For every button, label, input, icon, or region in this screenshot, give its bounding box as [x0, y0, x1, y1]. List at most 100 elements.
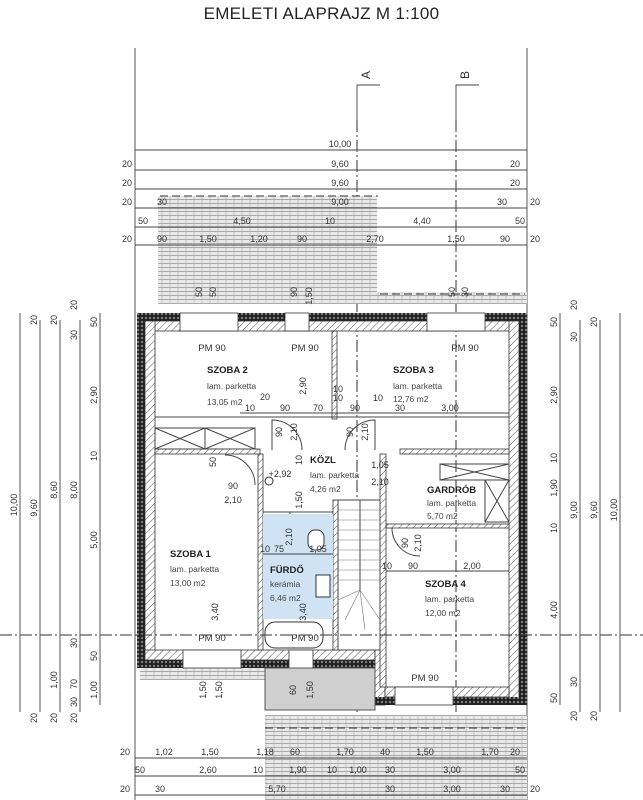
room-floor: lam. parketta [393, 381, 442, 391]
dim-label: 30 [69, 330, 79, 340]
dim-label: 50 [447, 287, 457, 297]
dim-label: 20 [29, 713, 39, 723]
level-marker-icon [264, 476, 274, 486]
room-floor: lam. parketta [425, 594, 474, 604]
dim-label: 1,00 [89, 681, 99, 699]
dim-label: 30 [569, 677, 579, 687]
dim-label: 10 [549, 453, 559, 463]
dim-label: 20 [122, 197, 132, 207]
dim-label: 90 [345, 427, 355, 437]
dim-label: 50 [549, 317, 559, 327]
paving-strip [377, 292, 527, 304]
sink-icon [315, 574, 331, 598]
dim-label: 70 [313, 403, 323, 413]
room-name: SZOBA 3 [393, 365, 434, 376]
dim-label: 1,18 [256, 747, 274, 757]
dim-label: 30 [460, 287, 470, 297]
dim-label: 2,10 [289, 423, 299, 441]
dim-label: 2,10 [360, 423, 370, 441]
room-furdo: FÜRDŐ kerámia 6,46 m2 [270, 564, 304, 603]
dim-label: 20 [120, 747, 130, 757]
dim-label: 70 [69, 679, 79, 689]
room-name: KÖZL [310, 455, 336, 466]
dim-label: 3,00 [443, 784, 461, 794]
room-floor: lam. parketta [207, 381, 256, 391]
toilet-icon [307, 529, 325, 551]
window-label: PM 90 [291, 343, 318, 354]
dim-label: 9,00 [569, 501, 579, 519]
dim-label: 9,60 [589, 501, 599, 519]
dim-label: 10 [327, 765, 337, 775]
dim-label: 1,50 [416, 747, 434, 757]
dim-label: 20 [569, 711, 579, 721]
dim-label: 10 [260, 544, 270, 554]
dim-label: 30 [157, 197, 167, 207]
dim-label: 2,10 [413, 534, 423, 552]
dim-label: 50 [208, 287, 218, 297]
dim-label: 1,05 [371, 460, 389, 470]
dim-label: 3,40 [298, 603, 308, 621]
dim-label: 1,70 [481, 747, 499, 757]
dim-label: 60 [290, 747, 300, 757]
room-area: 13,00 m2 [170, 578, 206, 588]
dim-label: 1,00 [349, 765, 367, 775]
room-area: 12,00 m2 [425, 608, 461, 618]
dim-label: 2,90 [89, 386, 99, 404]
dimensions-interior: 2,90 10 20 10 90 70 10 90 10 30 3,00 90 … [194, 287, 509, 699]
dim-label: 90 [297, 234, 307, 244]
terrace-paving-bottom [265, 715, 527, 800]
dim-label: 10 [89, 451, 99, 461]
room-szoba-2: SZOBA 2 lam. parketta 13,05 m2 [207, 365, 256, 407]
room-floor: lam. parketta [170, 564, 219, 574]
dim-label: 50 [135, 765, 145, 775]
window-label: PM 90 [451, 343, 478, 354]
dim-label: 9,60 [29, 499, 39, 517]
dim-label: 10 [294, 455, 304, 465]
dim-label: 1,50 [214, 681, 224, 699]
dim-label: 1,50 [304, 287, 314, 305]
room-name: FÜRDŐ [270, 564, 304, 576]
dim-label: 10 [333, 393, 343, 403]
dim-label: 1,02 [155, 747, 173, 757]
room-szoba-4: SZOBA 4 lam. parketta 12,00 m2 [425, 579, 474, 618]
dim-label: 50 [515, 765, 525, 775]
dim-label: 3,00 [443, 765, 461, 775]
room-area: 4,26 m2 [310, 484, 341, 494]
dim-label: 2,60 [199, 765, 217, 775]
room-name: SZOBA 4 [425, 579, 467, 590]
room-area: 12,76 m2 [393, 394, 429, 404]
dim-label: 90 [289, 287, 299, 297]
dim-label: 3,00 [441, 403, 459, 413]
dim-label: 50 [549, 693, 559, 703]
dim-label: 2,90 [549, 386, 559, 404]
dim-label: 20 [530, 784, 540, 794]
dim-label: 4,50 [233, 216, 251, 226]
dim-label: 8,00 [69, 481, 79, 499]
dim-label: 2,90 [298, 377, 308, 395]
dim-label: 30 [497, 197, 507, 207]
dim-label: 1,50 [198, 681, 208, 699]
dim-label: 30 [500, 784, 510, 794]
window-label: PM 90 [291, 633, 318, 644]
dim-label: 30 [395, 403, 405, 413]
dim-label: 1,50 [305, 681, 315, 699]
dim-label: 50 [89, 317, 99, 327]
dim-label: 20 [510, 178, 520, 188]
dim-label: 2,00 [463, 561, 481, 571]
dim-label: 30 [155, 784, 165, 794]
dim-label: 20 [120, 784, 130, 794]
dim-label: 20 [122, 159, 132, 169]
dim-label: 50 [515, 216, 525, 226]
dim-label: 10,00 [329, 139, 352, 149]
dim-label: 90 [500, 234, 510, 244]
dim-label: 30 [69, 638, 79, 648]
dim-label: 1,20 [250, 234, 268, 244]
dim-label: 1,00 [49, 671, 59, 689]
dim-label: 2,10 [284, 528, 294, 546]
dim-label: 20 [260, 392, 270, 402]
dim-label: 20 [510, 159, 520, 169]
dim-label: 2,10 [224, 495, 242, 505]
dimensions-bottom: 20 1,02 1,50 1,18 60 1,70 40 1,50 1,70 2… [120, 747, 540, 796]
dim-label: 2,70 [366, 234, 384, 244]
dim-label: 90 [408, 561, 418, 571]
